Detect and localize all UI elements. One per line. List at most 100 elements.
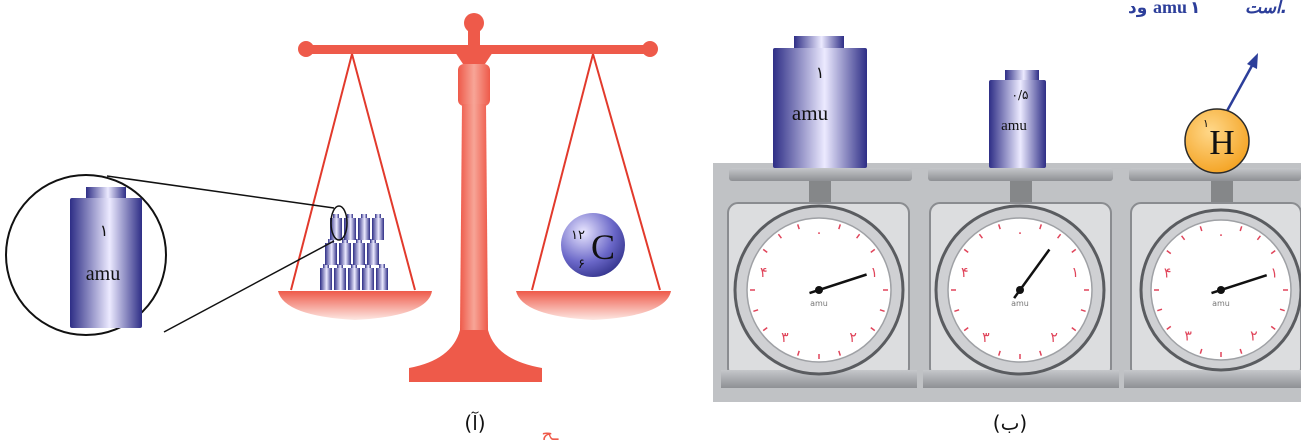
dial-tick bbox=[796, 350, 800, 356]
small-weight bbox=[376, 264, 388, 290]
caption-right: (ب) bbox=[993, 411, 1027, 435]
zoom-weight-unit: amu bbox=[86, 263, 120, 285]
dial-mark: ۴ bbox=[1164, 266, 1172, 282]
dial-tick bbox=[963, 327, 969, 332]
weight-1amu-number: ۱ bbox=[816, 63, 825, 82]
weight-half-amu: ۰/۵ amu bbox=[989, 70, 1046, 168]
carbon-atom: C ۱۲ ۶ bbox=[561, 213, 625, 277]
dial-tick bbox=[838, 224, 842, 230]
small-weight bbox=[367, 239, 379, 265]
dial-unit: amu bbox=[1212, 299, 1230, 308]
carbon-mass-number: ۱۲ bbox=[571, 228, 585, 243]
dial-hub bbox=[1016, 286, 1024, 294]
right-pan bbox=[516, 291, 671, 320]
dial-tick bbox=[1157, 308, 1163, 312]
top-note: ود ۱ amu است. bbox=[1128, 0, 1287, 18]
dial-mark: ۲ bbox=[1250, 328, 1258, 344]
dial-tick bbox=[997, 224, 1001, 230]
dial-tick bbox=[997, 350, 1001, 356]
dial-hub bbox=[815, 286, 823, 294]
dial-tick bbox=[1199, 226, 1203, 232]
stack-highlight bbox=[330, 205, 348, 241]
hydrogen-symbol: H bbox=[1209, 123, 1234, 162]
carbon-symbol: C bbox=[591, 227, 615, 267]
dial-mark: ۳ bbox=[1184, 328, 1192, 344]
dial-tick bbox=[963, 248, 969, 253]
dial-mark: ۴ bbox=[760, 265, 768, 281]
dial-tick bbox=[777, 233, 783, 239]
dial-tick bbox=[855, 233, 861, 239]
balance-beam bbox=[298, 13, 658, 64]
dial-tick bbox=[838, 350, 842, 356]
dial-tick bbox=[1039, 224, 1043, 230]
top-note-suffix: است. bbox=[1245, 0, 1287, 18]
balance-strings bbox=[290, 53, 661, 291]
weight-1amu: ۱ amu bbox=[773, 36, 867, 168]
dial-tick bbox=[1166, 325, 1172, 330]
dial-tick bbox=[1180, 235, 1186, 241]
dial-tick bbox=[1256, 235, 1262, 241]
weight-1amu-unit: amu bbox=[792, 101, 829, 125]
scale-1 bbox=[721, 168, 917, 388]
caption-left: (آ) bbox=[464, 410, 485, 435]
small-weight bbox=[353, 239, 365, 265]
hydrogen-atom: H ۱ bbox=[1184, 108, 1250, 174]
small-weight bbox=[372, 214, 384, 240]
dial-unit: amu bbox=[1011, 299, 1029, 308]
dial-tick bbox=[879, 309, 885, 313]
dial-tick bbox=[762, 327, 768, 332]
weight-half-number: ۰/۵ bbox=[1012, 88, 1029, 102]
dial-mark: ۳ bbox=[781, 330, 789, 346]
annotation-arrow-head bbox=[1247, 53, 1258, 69]
small-weight bbox=[348, 264, 360, 290]
dial-tick bbox=[1080, 309, 1086, 313]
small-weight bbox=[339, 239, 351, 265]
dial-tick bbox=[954, 309, 960, 313]
dial-tick bbox=[796, 224, 800, 230]
weight-half-unit: amu bbox=[1001, 118, 1027, 134]
dial-mark: ۴ bbox=[961, 265, 969, 281]
dial-tick bbox=[870, 327, 876, 332]
dial-tick bbox=[978, 233, 984, 239]
small-weight bbox=[358, 214, 370, 240]
dial-mark: ۳ bbox=[982, 330, 990, 346]
dial-tick bbox=[1071, 327, 1077, 332]
dial-tick bbox=[1199, 348, 1203, 354]
dial-tick bbox=[762, 248, 768, 253]
dial-tick bbox=[1279, 308, 1285, 312]
top-note-amu: amu bbox=[1153, 0, 1187, 17]
top-note-prefix: ود bbox=[1128, 0, 1147, 18]
dial-mark: ۲ bbox=[1050, 330, 1058, 346]
balance-pillar bbox=[409, 64, 542, 382]
top-note-digit: ۱ bbox=[1190, 0, 1200, 18]
dial-tick bbox=[870, 248, 876, 253]
small-weight bbox=[334, 264, 346, 290]
small-weight bbox=[320, 264, 332, 290]
carbon-atomic-number: ۶ bbox=[578, 257, 585, 272]
dial-mark: ۰ bbox=[1217, 227, 1225, 243]
dial-hub bbox=[1217, 286, 1225, 294]
dial-mark: ۱ bbox=[1271, 266, 1279, 282]
dial-mark: ۱ bbox=[870, 265, 878, 281]
dial-tick bbox=[753, 309, 759, 313]
dial-mark: ۱ bbox=[1071, 265, 1079, 281]
dial-unit: amu bbox=[810, 299, 828, 308]
left-pan bbox=[278, 291, 432, 320]
dial-tick bbox=[1039, 350, 1043, 356]
dial-tick bbox=[1166, 250, 1172, 255]
small-weight bbox=[344, 214, 356, 240]
dial-tick bbox=[1270, 325, 1276, 330]
dial-mark: ۲ bbox=[849, 330, 857, 346]
caption-red-fragment: ـِحٍ bbox=[542, 424, 560, 440]
zoom-callout: ۱ amu bbox=[5, 174, 335, 336]
dial-tick bbox=[1239, 226, 1243, 232]
hydrogen-mass-index: ۱ bbox=[1203, 117, 1209, 130]
weights-stack bbox=[320, 214, 388, 290]
dial-tick bbox=[1239, 348, 1243, 354]
small-weight bbox=[362, 264, 374, 290]
dial-mark: ۰ bbox=[815, 225, 823, 241]
dial-tick bbox=[1270, 250, 1276, 255]
